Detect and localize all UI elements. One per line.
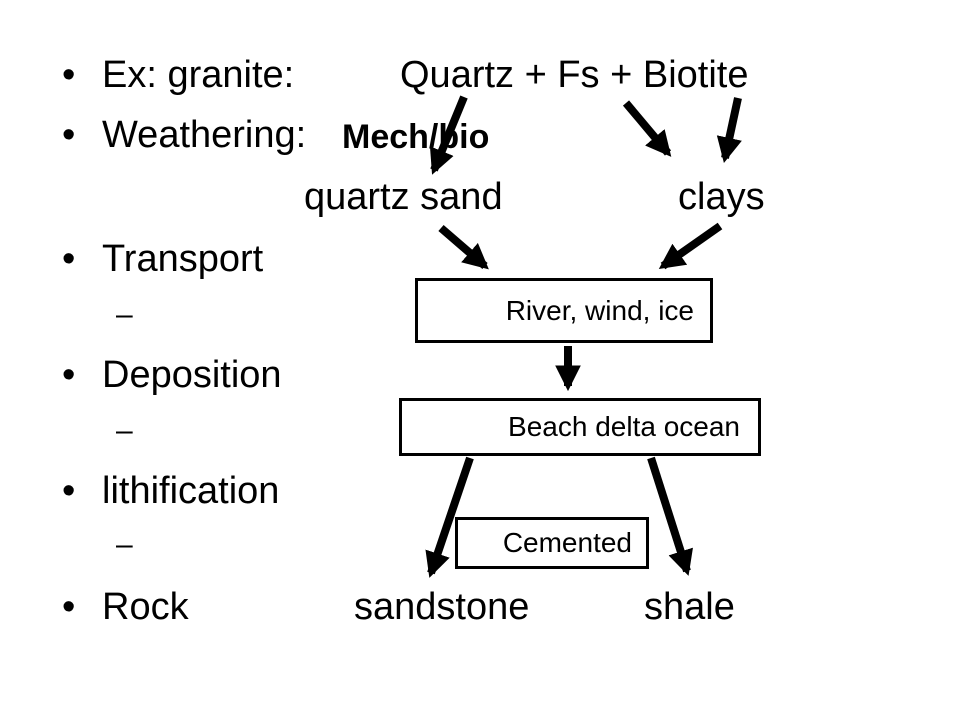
lithification-box-text: Cemented: [502, 527, 632, 558]
arrow-deposition-to-sandstone: [425, 456, 474, 578]
bullet-marker: •: [62, 54, 76, 96]
deposition-box-text: Beach delta ocean: [508, 411, 740, 442]
lithification-label: lithification: [102, 470, 280, 512]
transport-label: Transport: [102, 238, 264, 280]
example-label: Ex: granite:: [102, 54, 295, 96]
bullet-marker: •: [62, 470, 76, 512]
bullet-marker: •: [62, 114, 76, 156]
arrow-deposition-to-shale: [647, 456, 693, 576]
example-value: Quartz + Fs + Biotite: [400, 54, 749, 96]
lithification-box: Cemented: [455, 517, 649, 569]
quartz-sand-label: quartz sand: [304, 176, 503, 218]
arrow-sand-to-transport: [438, 224, 489, 270]
bullet-marker: •: [62, 238, 76, 280]
transport-dash: –: [116, 298, 133, 331]
weathering-type: Mech/bio: [342, 118, 490, 156]
clays-label: clays: [678, 176, 765, 218]
transport-box-text: River, wind, ice: [505, 294, 694, 326]
sandstone-label: sandstone: [354, 586, 530, 628]
deposition-dash: –: [116, 414, 133, 447]
bullet-marker: •: [62, 586, 76, 628]
rock-label: Rock: [102, 586, 189, 628]
shale-label: shale: [644, 586, 735, 628]
arrow-quartz-to-sand: [429, 95, 468, 175]
arrow-biotite-to-clays: [716, 97, 742, 164]
arrow-clays-to-transport: [658, 222, 723, 270]
bullet-marker: •: [62, 354, 76, 396]
lithification-dash: –: [116, 528, 133, 561]
deposition-box: Beach delta ocean: [399, 398, 761, 456]
transport-box: River, wind, ice: [415, 278, 713, 343]
arrow-fs-to-clays: [622, 100, 672, 157]
deposition-label: Deposition: [102, 354, 282, 396]
weathering-label: Weathering:: [102, 114, 307, 156]
